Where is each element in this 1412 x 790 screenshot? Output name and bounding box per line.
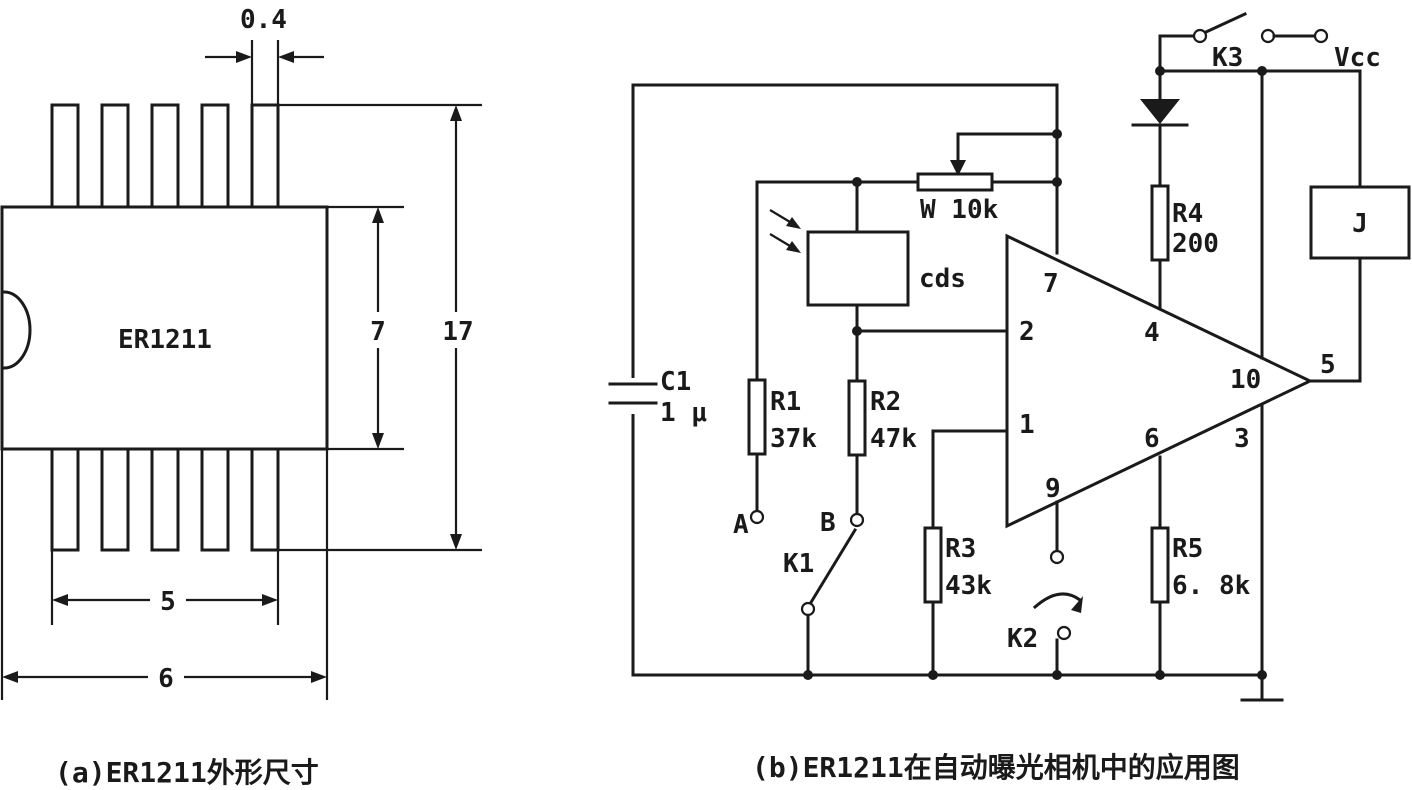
k2-label: K2 [1007,624,1038,654]
package-drawing: ER1211 0.4 17 [0,5,482,789]
pin-7-label: 7 [1043,269,1059,299]
r2-value: 47k [870,424,917,454]
dim-body-width: 6 [0,449,329,700]
pin-1-label: 1 [1019,410,1035,440]
r1-value: 37k [770,424,817,454]
switch-k2: K2 [1007,500,1083,677]
terminal-b-label: B [820,508,836,538]
c1-name: C1 [660,367,691,397]
photoresistor-cds: cds [769,180,1009,383]
r2-name: R2 [870,387,901,417]
dim-pin-width-label: 0.4 [240,5,287,35]
resistor-r5: R5 6. 8k [1150,455,1251,677]
k1-label: K1 [783,549,814,579]
resistor-r1: R1 37k A [733,180,817,540]
pin-6-label: 6 [1144,424,1160,454]
dim-body-height-label: 7 [370,317,386,347]
dim-pin-width: 0.4 [205,5,324,105]
r5-name: R5 [1172,534,1203,564]
r5-value: 6. 8k [1172,571,1251,601]
r3-value: 43k [945,571,992,601]
resistor-r3: R3 43k [923,429,1009,677]
resistor-r4: R4 200 [1150,124,1219,310]
r4-name: R4 [1172,199,1203,229]
dim-body-width-label: 6 [158,664,174,694]
vcc-label: Vcc [1334,43,1381,73]
ldr-label: cds [919,264,966,294]
bottom-pins [50,446,280,552]
junction-nodes [803,66,1267,680]
resistor-r2: R2 47k B [820,379,917,538]
dim-pin-span: 5 [50,550,280,625]
dim-total-height-label: 17 [442,317,473,347]
chip-body [0,205,329,451]
r4-value: 200 [1172,229,1219,259]
pin-3-label: 3 [1234,424,1250,454]
dim-body-height: 7 [327,205,404,451]
relay-j: J [1308,69,1411,383]
r3-name: R3 [945,534,976,564]
pin-2-label: 2 [1019,317,1035,347]
potentiometer-w: W 10k [755,132,1059,225]
caption-b: (b)ER1211在自动曝光相机中的应用图 [752,751,1240,784]
dim-total-height: 17 [278,103,482,552]
capacitor-c1: C1 1 μ [605,367,707,428]
pin-4-label: 4 [1144,318,1160,348]
caption-a: (a)ER1211外形尺寸 [55,756,319,789]
pin-5-label: 5 [1320,350,1336,380]
switch-k3: K3 Vcc [1158,12,1381,73]
dim-pin-span-label: 5 [160,587,176,617]
diode [1131,69,1189,127]
chip-label: ER1211 [118,325,212,355]
switch-k1: K1 [783,527,858,677]
pin-10-label: 10 [1230,365,1261,395]
terminal-a-label: A [733,510,749,540]
k3-label: K3 [1212,43,1243,73]
circuit-diagram: C1 1 μ W 10k cds [605,12,1411,784]
pin-9-label: 9 [1045,474,1061,504]
top-pins [50,103,280,210]
relay-label: J [1352,209,1368,239]
pin-labels: 7 2 1 9 4 6 10 3 5 [1019,269,1336,504]
pot-label: W 10k [920,195,999,225]
chip-notch [2,290,32,370]
r1-name: R1 [770,387,801,417]
c1-value: 1 μ [660,398,707,428]
